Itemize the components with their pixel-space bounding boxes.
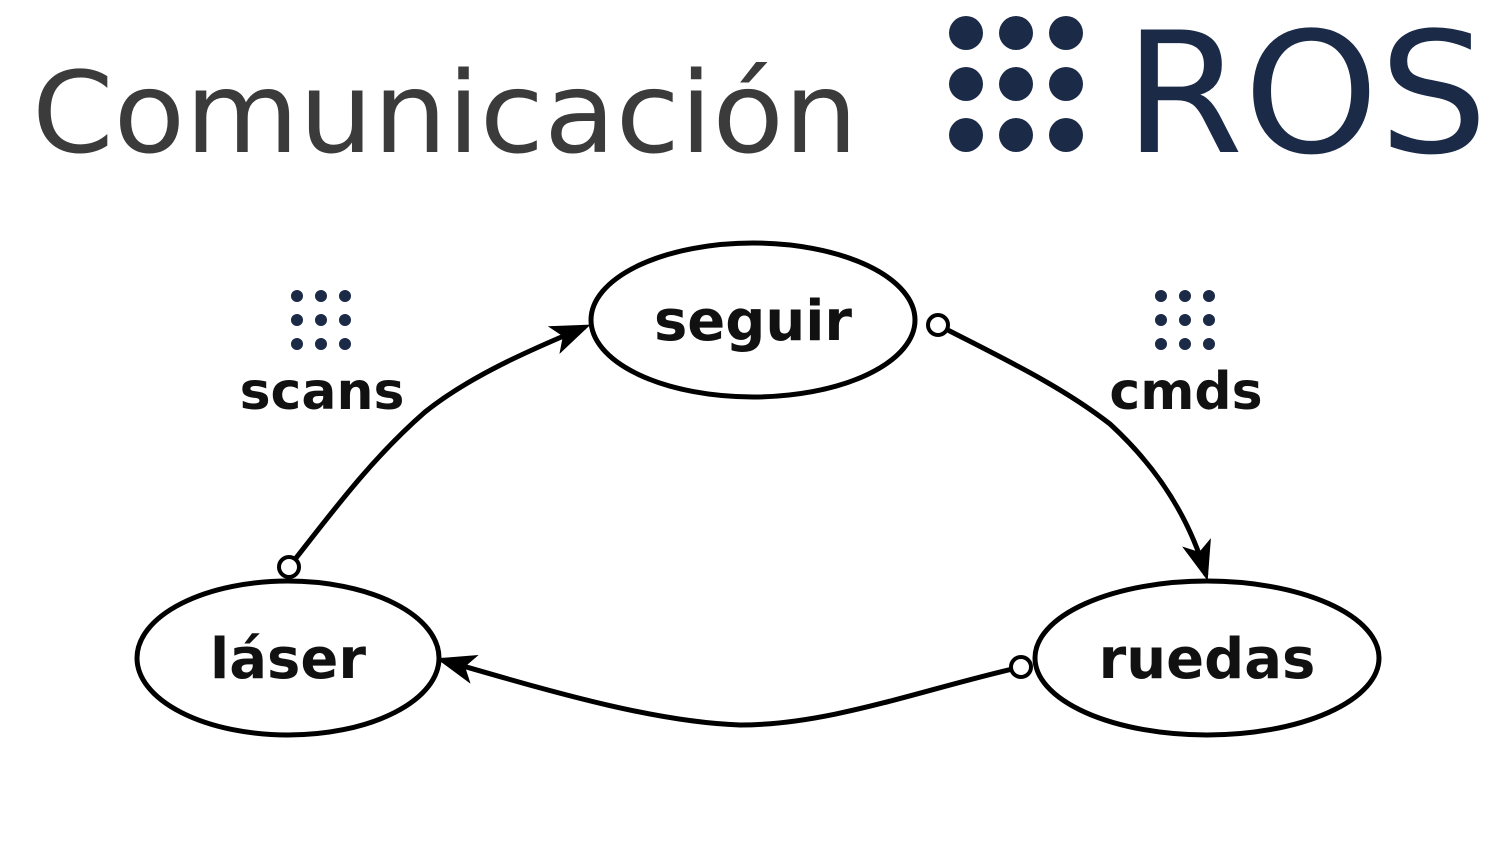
node-laser: láser — [134, 578, 442, 738]
topic-scans: scans — [240, 290, 405, 422]
edge-ruedas-to-laser — [436, 654, 1022, 728]
edge-laser-to-seguir — [287, 324, 591, 569]
ruedas-publisher-port — [1009, 655, 1033, 679]
topic-scans-icon — [291, 290, 351, 350]
topic-scans-label: scans — [240, 362, 405, 422]
topic-cmds-label: cmds — [1109, 362, 1262, 422]
ros-dots-icon — [949, 16, 1083, 152]
page-title: Comunicación — [32, 49, 858, 179]
node-ruedas-label: ruedas — [1099, 627, 1316, 692]
node-seguir: seguir — [588, 240, 918, 400]
topic-cmds-icon — [1155, 290, 1215, 350]
ros-logo: ROS — [949, 0, 1488, 192]
node-laser-label: láser — [210, 627, 366, 692]
edge-seguir-to-ruedas — [936, 322, 1211, 581]
topic-cmds: cmds — [1109, 290, 1263, 422]
node-ruedas: ruedas — [1032, 578, 1382, 738]
laser-publisher-port — [277, 555, 301, 579]
node-seguir-label: seguir — [654, 289, 852, 354]
ros-logo-text: ROS — [1124, 0, 1488, 192]
seguir-publisher-port — [926, 313, 950, 337]
